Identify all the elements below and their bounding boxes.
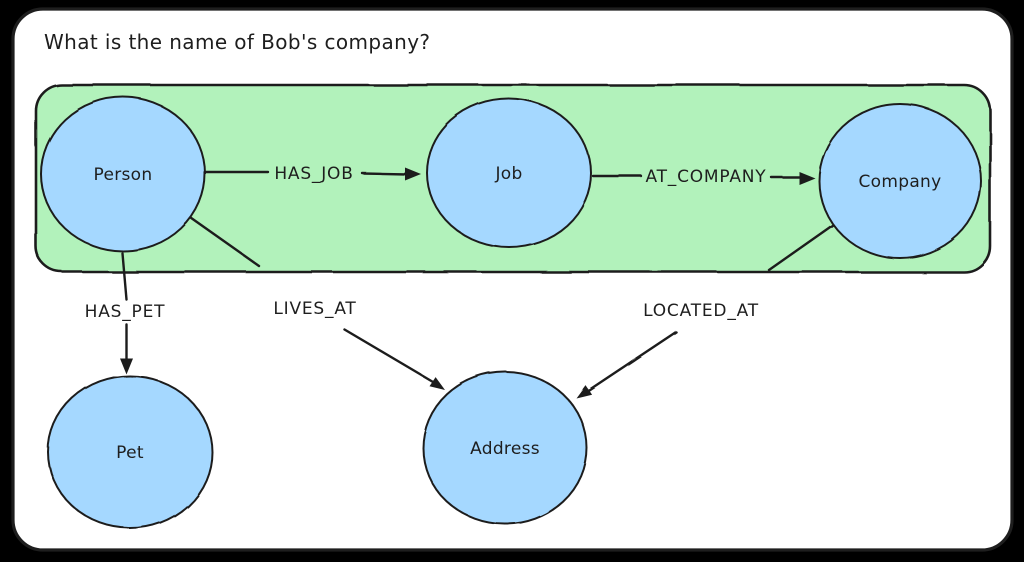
- node-company-label: Company: [859, 172, 942, 192]
- node-person-label: Person: [94, 165, 153, 185]
- edge-located-at-line: [767, 223, 835, 272]
- edge-located-at-line: [587, 330, 678, 392]
- edge-has-pet-line: [120, 251, 128, 301]
- edge-has-pet: [119, 251, 133, 374]
- node-address-label: Address: [470, 439, 540, 459]
- edge-has-pet-label: HAS_PET: [85, 302, 166, 322]
- node-job: [426, 98, 592, 248]
- node-job-label: Job: [494, 164, 522, 184]
- arrowhead-icon: [119, 358, 133, 374]
- edge-lives-at-label: LIVES_AT: [273, 299, 356, 319]
- edge-at-company: [591, 171, 815, 185]
- edge-has-job-label: HAS_JOB: [274, 164, 353, 184]
- edge-has-job: [204, 167, 421, 181]
- edge-at-company-label: AT_COMPANY: [645, 167, 766, 187]
- edge-lives-at-line: [343, 328, 435, 384]
- node-address: [422, 371, 588, 525]
- edge-lives-at-line: [189, 216, 261, 268]
- node-company: [818, 103, 982, 259]
- edge-located-at-label: LOCATED_AT: [643, 301, 759, 321]
- arrowhead-icon: [405, 167, 421, 181]
- node-pet-label: Pet: [116, 443, 144, 463]
- edge-located-at: [576, 223, 835, 398]
- arrowhead-icon: [429, 377, 445, 390]
- arrowhead-icon: [576, 385, 592, 398]
- node-pet: [47, 375, 213, 529]
- node-person: [40, 96, 206, 252]
- edge-lives-at: [189, 216, 445, 390]
- edge-has-job-line: [360, 171, 409, 176]
- question-text: What is the name of Bob's company?: [44, 30, 430, 54]
- arrowhead-icon: [799, 171, 815, 185]
